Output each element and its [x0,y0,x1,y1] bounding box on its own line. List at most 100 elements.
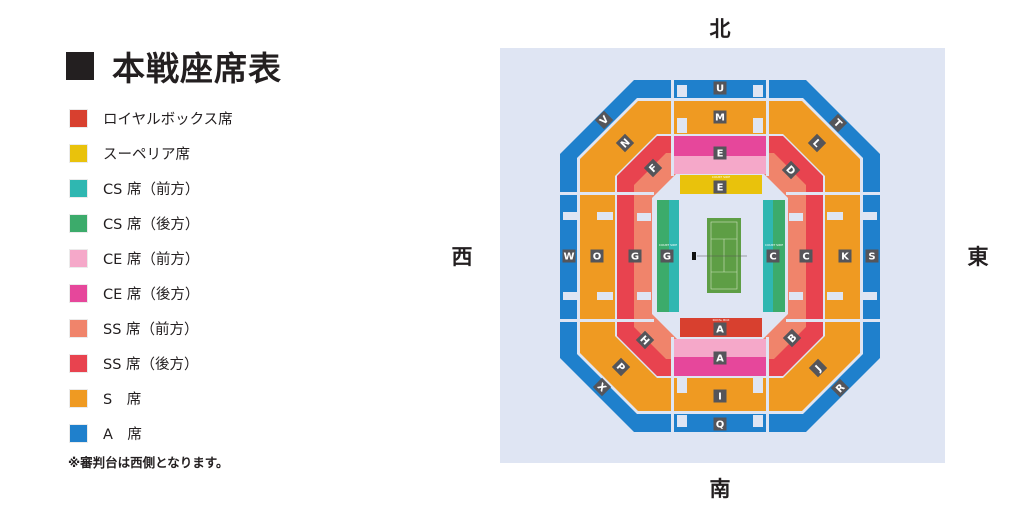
direction-south: 南 [710,477,731,501]
section-label-k[interactable]: K [838,249,852,263]
legend-swatch [70,285,87,302]
legend-item: SS 席（前方） [70,311,233,346]
section-label-a-back[interactable]: A [713,351,727,365]
aisle-notch [637,292,651,300]
aisle-notch [563,292,577,300]
referee-note: ※審判台は西側となります。 [68,455,229,470]
legend-swatch [70,145,87,162]
section-label-w[interactable]: W [562,249,576,263]
section-label-bg [828,113,848,133]
aisle-notch [677,415,687,427]
section-label-bg [799,249,813,263]
ce-front-north [673,156,767,174]
aisle-notch [597,212,613,220]
section-label-bg [713,146,727,160]
section-label-a-front[interactable]: A [713,322,727,336]
legend-swatch [70,355,87,372]
legend-item: A 席 [70,416,233,451]
section-label-bg [808,358,828,378]
section-label-p[interactable]: P [611,357,631,377]
section-label-bg [865,249,879,263]
legend-item: CE 席（後方） [70,276,233,311]
section-label-s[interactable]: S [865,249,879,263]
aisle-notch [789,292,803,300]
section-label-v[interactable]: V [594,110,614,130]
court-lines [710,221,738,290]
legend-label: CS 席（後方） [103,217,200,233]
section-label-c-back[interactable]: C [799,249,813,263]
section-label-text: C [769,252,776,263]
section-label-f[interactable]: F [643,158,663,178]
section-label-text: A [716,354,724,365]
section-label-text: S [868,252,875,263]
legend-item: CS 席（前方） [70,171,233,206]
section-label-text: O [593,252,602,263]
aisle-notch [563,212,577,220]
section-label-bg [635,330,655,350]
small-area-label: COURT SIDE [712,175,730,179]
aisle-notch [677,85,687,97]
section-label-l[interactable]: L [807,133,827,153]
legend-swatch [70,250,87,267]
section-label-g-back[interactable]: G [628,249,642,263]
legend-label: SS 席（後方） [103,357,199,373]
aisle-notch [753,378,763,393]
legend-label: スーペリア席 [103,147,190,163]
section-divider [786,319,884,322]
cs-front-west [669,200,679,312]
section-label-bg [590,249,604,263]
direction-east: 東 [968,245,989,269]
section-label-b[interactable]: B [782,328,802,348]
section-label-bg [713,417,727,431]
aisle-notch [827,212,843,220]
section-label-text: W [563,252,574,263]
section-label-j[interactable]: J [808,358,828,378]
aisle-notch [637,213,651,221]
section-label-i[interactable]: I [713,389,727,403]
section-label-text: G [663,252,671,263]
section-label-text: G [631,252,639,263]
section-label-u[interactable]: U [713,81,727,95]
section-label-bg [713,180,727,194]
legend-label: CE 席（後方） [103,287,200,303]
section-label-bg [713,110,727,124]
section-label-c-front[interactable]: C [766,249,780,263]
section-label-bg [782,328,802,348]
section-label-t[interactable]: T [828,113,848,133]
section-label-bg [643,158,663,178]
legend-swatch [70,425,87,442]
section-label-h[interactable]: H [635,330,655,350]
section-divider [556,319,654,322]
section-label-bg [838,249,852,263]
title-square-icon [66,52,94,80]
section-divider [786,192,884,195]
legend-item: CE 席（前方） [70,241,233,276]
legend-item: スーペリア席 [70,136,233,171]
section-label-r[interactable]: R [830,378,850,398]
section-label-bg [628,249,642,263]
section-label-bg [611,357,631,377]
section-label-bg [615,133,635,153]
section-label-e-back[interactable]: E [713,146,727,160]
small-area-label: COURT SIDE [659,243,677,247]
section-label-g-front[interactable]: G [660,249,674,263]
section-label-bg [660,249,674,263]
aisle-notch [677,118,687,133]
section-label-bg [807,133,827,153]
section-label-o[interactable]: O [590,249,604,263]
section-label-bg [713,81,727,95]
section-label-e-front[interactable]: E [713,180,727,194]
section-label-n[interactable]: N [615,133,635,153]
section-label-d[interactable]: D [781,160,801,180]
section-label-m[interactable]: M [713,110,727,124]
section-label-q[interactable]: Q [713,417,727,431]
legend-swatch [70,320,87,337]
aisle-notch [827,292,843,300]
section-divider [766,78,769,176]
section-label-x[interactable]: X [592,377,612,397]
section-divider [671,78,674,176]
umpire-chair [692,252,696,260]
direction-west: 西 [452,245,473,269]
